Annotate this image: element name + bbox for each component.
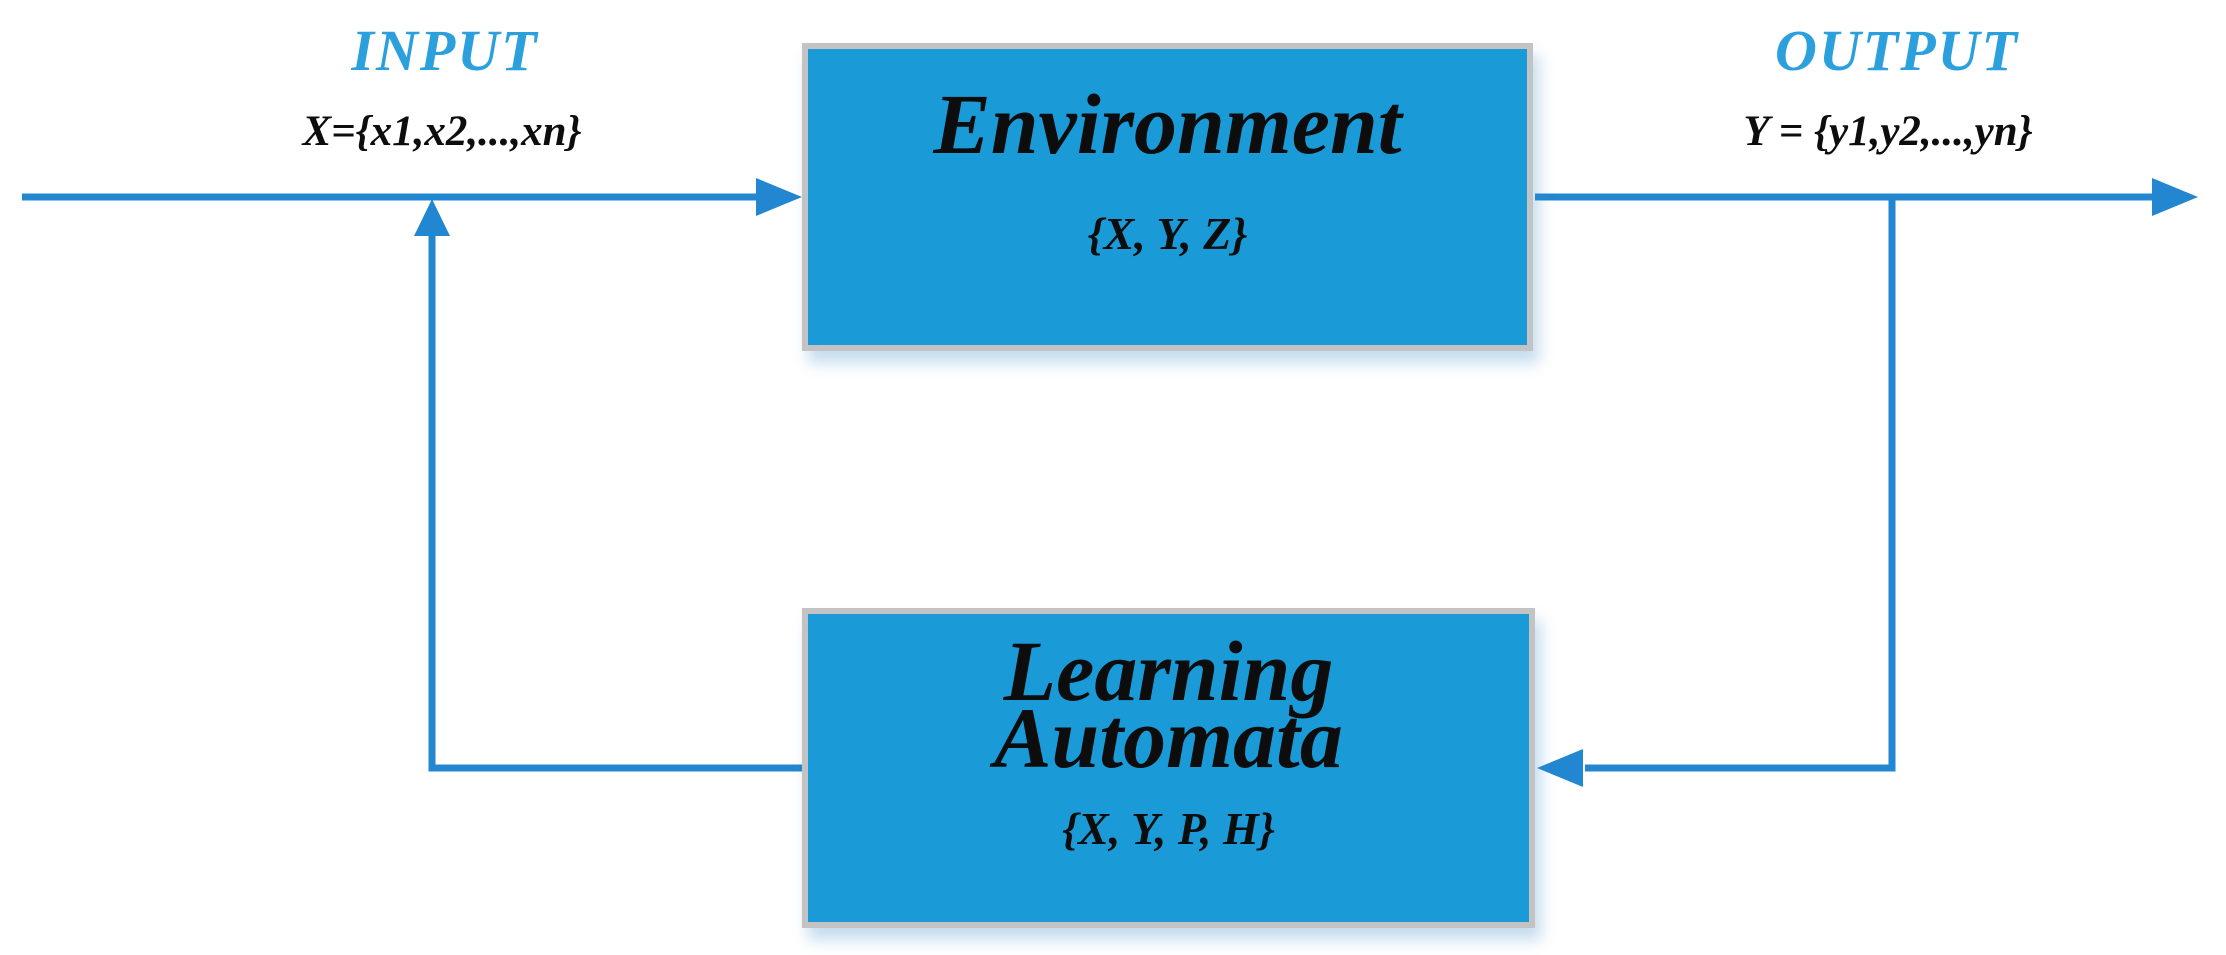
input-arrowhead-icon: [756, 178, 802, 216]
learning-automata-title-line2: Automata: [994, 690, 1343, 787]
output-arrowhead-icon: [2152, 178, 2198, 216]
environment-box: Environment {X, Y, Z}: [802, 43, 1533, 351]
feedback-up-arrowhead-icon: [414, 199, 450, 236]
output-formula: Y = {y1,y2,...,yn}: [1743, 108, 2033, 155]
environment-box-tuple: {X, Y, Z}: [1087, 208, 1248, 259]
feedback-left-arrowhead-icon: [1537, 749, 1583, 787]
learning-automata-box: Learning Automata {X, Y, P, H}: [802, 608, 1535, 928]
learning-automata-box-tuple: {X, Y, P, H}: [1062, 803, 1275, 855]
learning-automata-box-title: Learning Automata: [994, 623, 1343, 787]
feedback-up-line: [428, 236, 802, 772]
feedback-down-line: [1585, 197, 1896, 772]
input-label: INPUT: [351, 18, 539, 83]
input-formula: X={x1,x2,...,xn}: [302, 108, 582, 155]
learning-automata-title-line1: Learning: [1003, 623, 1334, 719]
environment-box-title: Environment: [933, 76, 1402, 172]
output-label: OUTPUT: [1775, 18, 2019, 83]
